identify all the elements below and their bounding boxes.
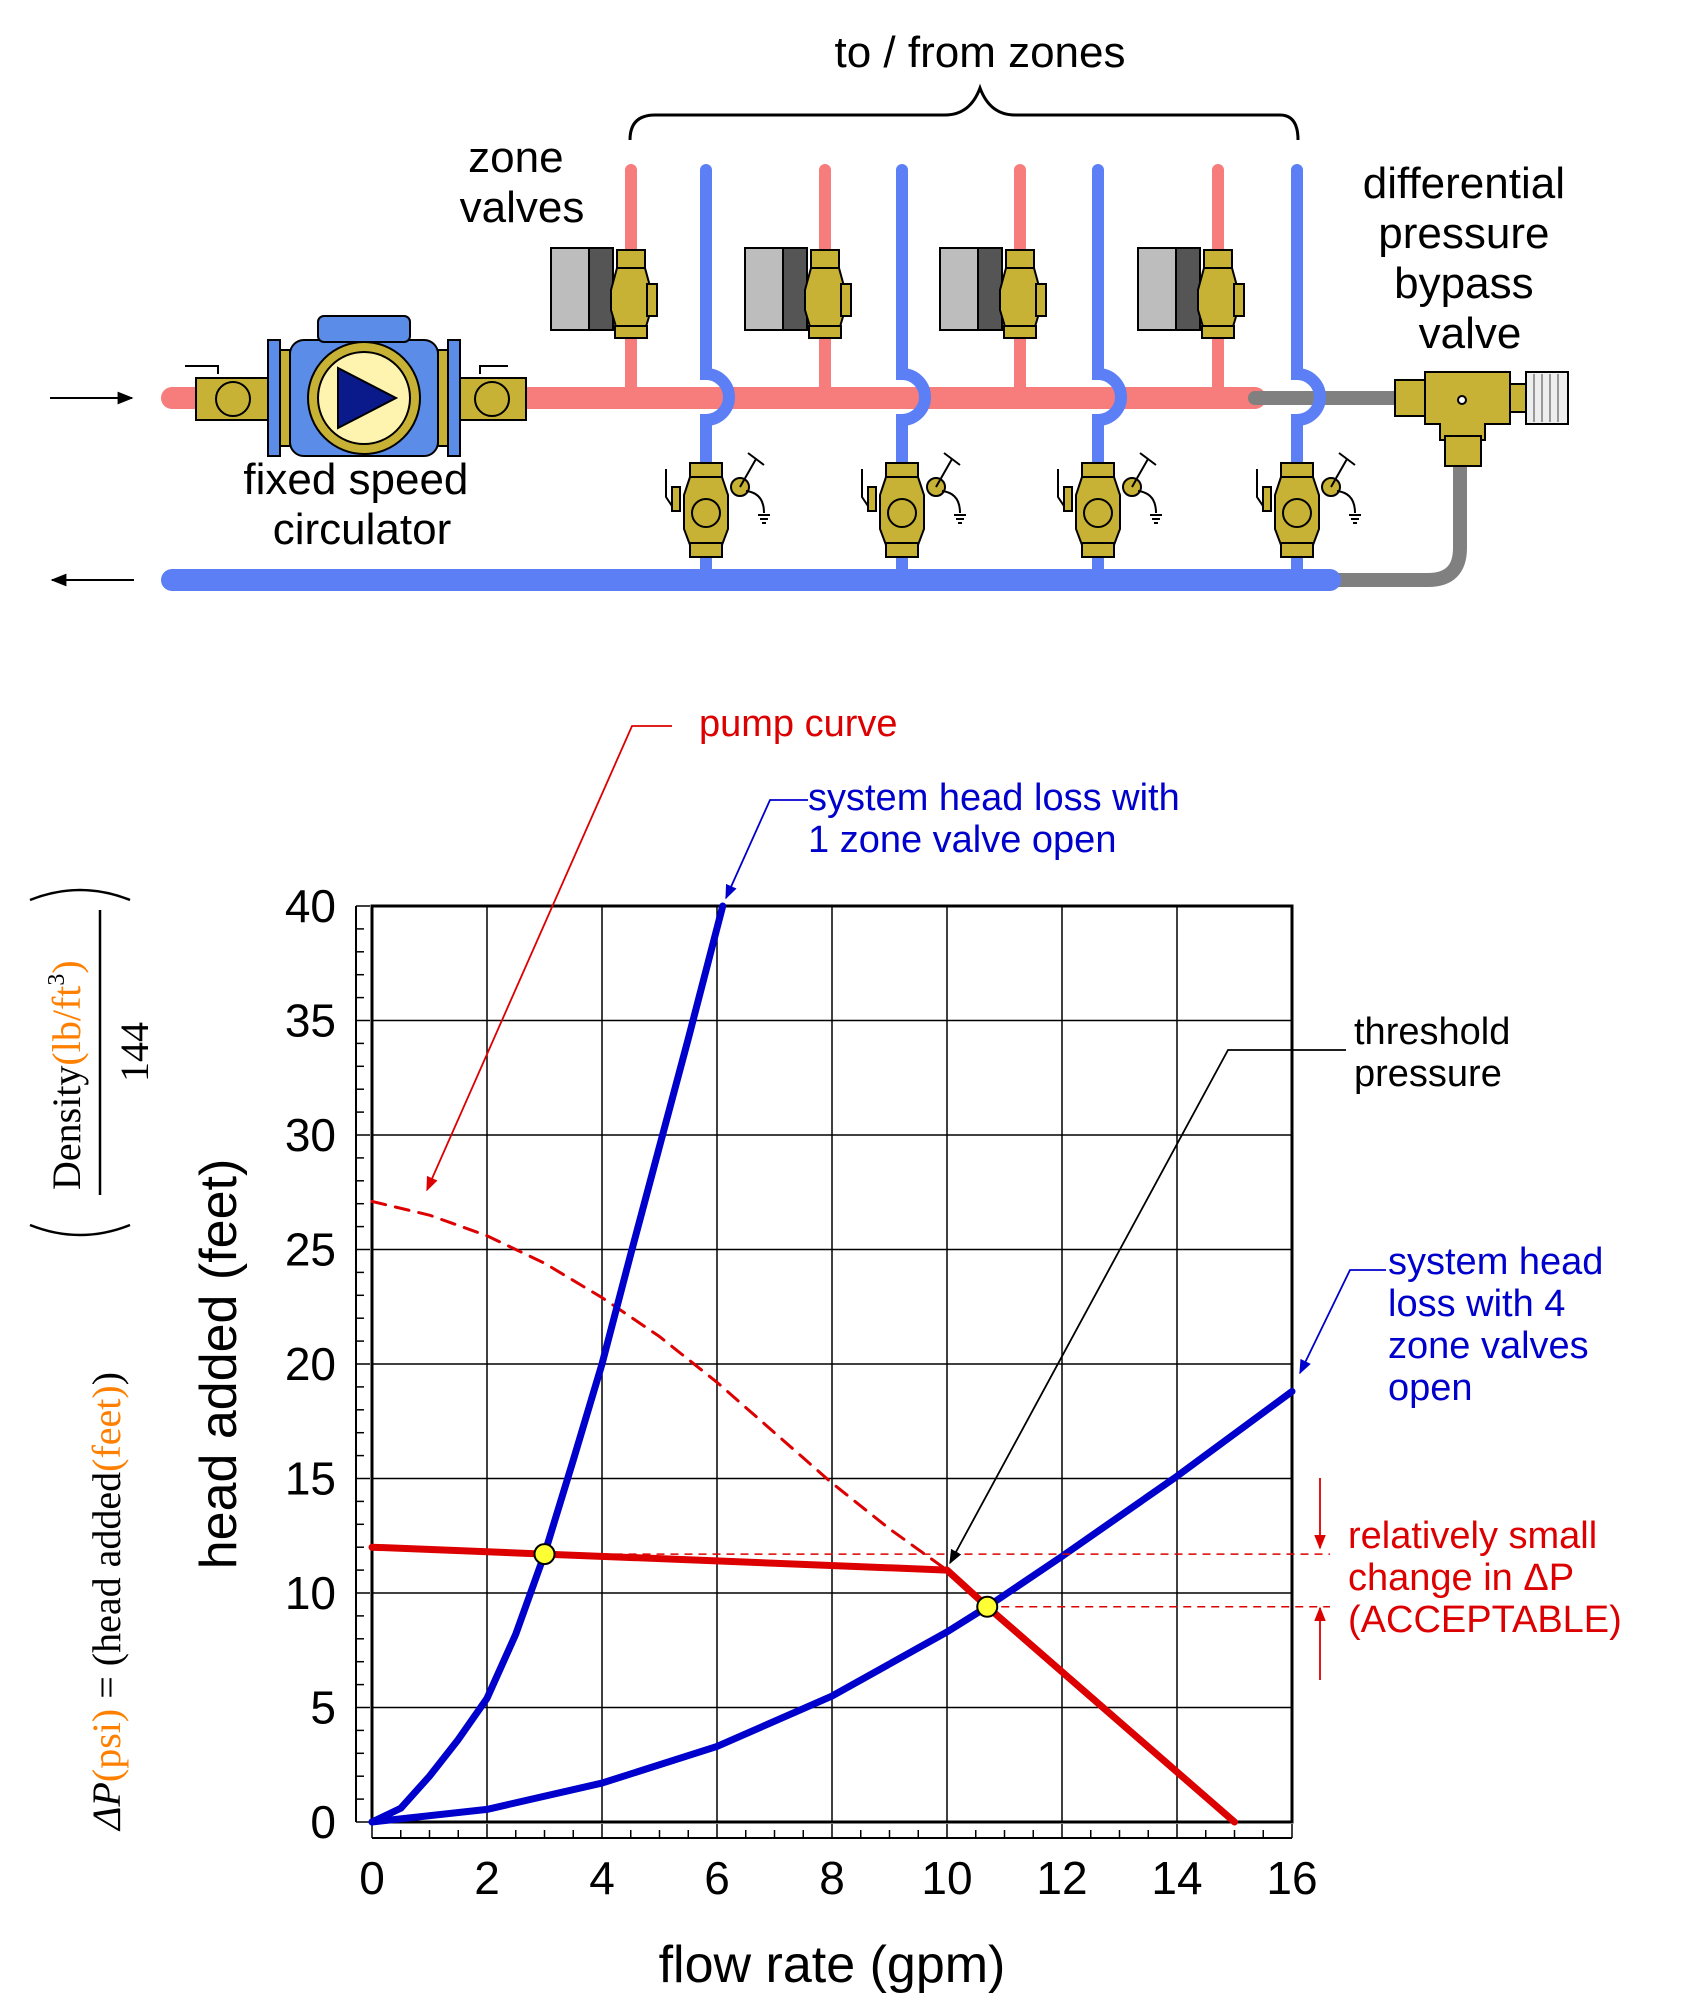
- chart-grid: [370, 904, 1294, 1824]
- plot-frame: [370, 904, 1294, 1824]
- y-tick-label: 30: [285, 1109, 336, 1161]
- threshold-label: threshold pressure: [1354, 1011, 1521, 1095]
- formula-denominator: 144: [112, 1022, 157, 1082]
- zone-valve-4: [1137, 247, 1245, 339]
- y-tick-label: 5: [310, 1682, 336, 1734]
- formula-density-close: ): [44, 960, 89, 973]
- zone-valves-label: zone valves: [460, 133, 585, 232]
- zones-brace: [628, 83, 1300, 141]
- svg-text:ΔP(psi) = (head added(feet)): ΔP(psi) = (head added(feet)): [84, 1372, 129, 1832]
- formula-head-added: = (head added: [84, 1472, 129, 1709]
- y-tick-label: 25: [285, 1224, 336, 1276]
- pressure-formula: ΔP(psi) = (head added(feet)) Density(lb/…: [29, 888, 157, 1832]
- formula-left-paren: [29, 1223, 131, 1237]
- system-1-label: system head loss with 1 zone valve open: [808, 777, 1190, 861]
- balancing-valve-1: [665, 452, 771, 558]
- chart-minor-ticks: [355, 905, 1293, 1839]
- zone-valve-1: [550, 247, 658, 339]
- x-tick-label: 12: [1036, 1852, 1087, 1904]
- head-flow-chart: 0 2 4 6 8 10 12 14 16 0 5 10 15 20 25 30 35 40 flow rate…: [190, 880, 1330, 1994]
- threshold-leader: [949, 1049, 1346, 1565]
- return-risers: [700, 164, 1326, 586]
- circulator-assembly: [185, 315, 527, 457]
- x-tick-label: 2: [474, 1852, 500, 1904]
- y-tick-label: 40: [285, 880, 336, 932]
- series-regulated: [368, 1543, 1238, 1826]
- formula-close-paren: ): [84, 1372, 129, 1385]
- balancing-valve-3: [1057, 452, 1163, 558]
- x-tick-label: 8: [819, 1852, 845, 1904]
- formula-density: Density: [44, 1066, 89, 1190]
- y-tick-label: 10: [285, 1567, 336, 1619]
- x-tick-labels: 0 2 4 6 8 10 12 14 16: [359, 1852, 1317, 1904]
- y-tick-label: 0: [310, 1796, 336, 1848]
- system-1-leader: [725, 799, 808, 900]
- y-tick-label: 20: [285, 1338, 336, 1390]
- pump-curve-label: pump curve: [699, 703, 898, 745]
- x-tick-label: 6: [704, 1852, 730, 1904]
- svg-text:Density(lb/ft3): Density(lb/ft3): [44, 960, 89, 1190]
- zone-valve-3: [939, 247, 1047, 339]
- x-tick-label: 4: [589, 1852, 615, 1904]
- y-tick-label: 15: [285, 1453, 336, 1505]
- formula-density-exp: 3: [44, 974, 70, 986]
- series-system-4: [368, 1387, 1296, 1826]
- bypass-pipe: [1248, 391, 1467, 587]
- system-4-leader: [1299, 1269, 1386, 1375]
- chart-guides: [544, 1553, 1330, 1608]
- piping-diagram: to / from zones zone valves differential…: [50, 28, 1577, 591]
- x-axis-label: flow rate (gpm): [659, 1936, 1006, 1994]
- balancing-valve-4: [1256, 452, 1362, 558]
- formula-delta-p: ΔP: [84, 1782, 129, 1832]
- formula-density-units: (lb/ft: [44, 986, 89, 1066]
- dp-bypass-valve: [1394, 371, 1569, 467]
- pump-curve-leader: [426, 725, 672, 1192]
- x-tick-label: 10: [921, 1852, 972, 1904]
- chart-annotations: pump curve system head loss with 1 zone …: [426, 703, 1622, 1680]
- supply-risers: [625, 164, 1224, 404]
- x-tick-label: 16: [1266, 1852, 1317, 1904]
- operating-point: [533, 1543, 556, 1566]
- zone-valve-2: [744, 247, 852, 339]
- series-pump-curve: [370, 1199, 949, 1572]
- y-tick-labels: 0 5 10 15 20 25 30 35 40: [285, 880, 336, 1848]
- formula-feet: (feet): [84, 1385, 129, 1472]
- zones-label: to / from zones: [834, 28, 1125, 77]
- small-change-label: relatively small change in ΔP (ACCEPTABL…: [1348, 1515, 1622, 1641]
- chart-points: [533, 1543, 999, 1618]
- y-axis-label: head added (feet): [190, 1159, 248, 1570]
- balancing-valve-2: [861, 452, 967, 558]
- formula-right-paren: [29, 888, 131, 902]
- operating-point: [976, 1595, 999, 1618]
- circulator-label: fixed speed circulator: [243, 455, 480, 554]
- x-tick-label: 0: [359, 1852, 385, 1904]
- bypass-valve-label: differential pressure bypass valve: [1363, 159, 1577, 358]
- system-4-label: system head loss with 4 zone valves open: [1388, 1241, 1614, 1409]
- play-arrow-icon: [337, 366, 399, 430]
- x-tick-label: 14: [1151, 1852, 1202, 1904]
- y-tick-label: 35: [285, 995, 336, 1047]
- formula-psi: (psi): [84, 1709, 129, 1782]
